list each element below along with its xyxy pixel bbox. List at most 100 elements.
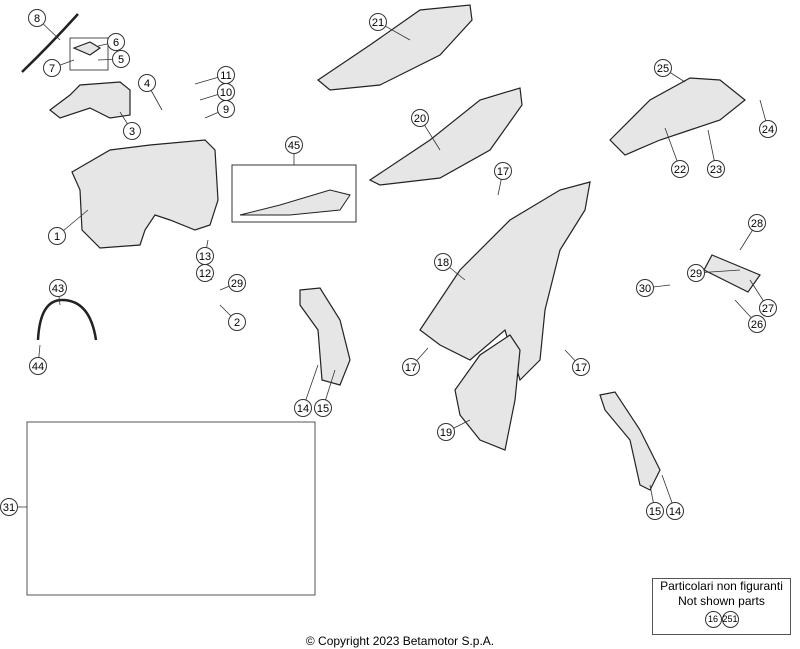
callout-number: 29 (690, 268, 702, 280)
callout-circle (285, 136, 303, 154)
callout-14[interactable]: 14 (294, 364, 319, 417)
callout-1[interactable]: 1 (48, 209, 89, 245)
box-31 (26, 421, 316, 596)
rear-fender (609, 77, 746, 156)
callout-29[interactable]: 29 (219, 274, 246, 292)
callout-number: 2 (234, 317, 240, 329)
callout-24[interactable]: 24 (759, 99, 777, 138)
callout-circle (759, 120, 777, 138)
callout-21[interactable]: 21 (369, 13, 411, 41)
callout-circle (437, 423, 455, 441)
seat-upper (317, 4, 473, 91)
callout-circle (671, 160, 689, 178)
callout-number: 43 (52, 283, 64, 295)
callout-circle (636, 279, 654, 297)
callout-31[interactable]: 31 (0, 498, 28, 516)
callout-15[interactable]: 15 (314, 369, 336, 417)
callout-9[interactable]: 9 (204, 100, 235, 119)
callout-number: 1 (54, 231, 60, 243)
callout-circle (666, 502, 684, 520)
callout-17[interactable]: 17 (402, 347, 429, 376)
callout-number: 20 (414, 113, 426, 125)
callout-number: 15 (649, 506, 661, 518)
seat-lower (368, 87, 523, 186)
callout-number: 8 (34, 13, 40, 25)
callout-circle (314, 399, 332, 417)
callout-number: 19 (440, 427, 452, 439)
callout-18[interactable]: 18 (434, 253, 466, 281)
callout-number: 27 (762, 303, 774, 315)
callout-29[interactable]: 29 (687, 264, 741, 282)
callout-3[interactable]: 3 (119, 111, 141, 140)
callout-number: 21 (372, 17, 384, 29)
callout-number: 17 (497, 166, 509, 178)
callout-circle (138, 74, 156, 92)
part-callout[interactable]: 251 (721, 611, 739, 628)
not-shown-label-it: Particolari non figuranti (660, 579, 783, 593)
callout-25[interactable]: 25 (654, 59, 686, 83)
callout-number: 10 (220, 87, 232, 99)
callout-number: 17 (575, 362, 587, 374)
callout-number: 24 (762, 124, 774, 136)
callout-28[interactable]: 28 (739, 214, 766, 251)
callout-23[interactable]: 23 (707, 129, 725, 178)
callout-number: 3 (129, 126, 135, 138)
callout-circle (369, 13, 387, 31)
callout-number: 4 (144, 78, 150, 90)
callout-7[interactable]: 7 (43, 59, 75, 77)
callout-26[interactable]: 26 (734, 299, 766, 333)
callout-6[interactable]: 6 (97, 33, 125, 51)
callout-circle (29, 357, 47, 375)
callout-circle (572, 358, 590, 376)
callout-17[interactable]: 17 (494, 162, 512, 196)
callout-circle (0, 498, 18, 516)
callout-11[interactable]: 11 (194, 66, 235, 85)
callout-circle (112, 50, 130, 68)
callout-number: 18 (437, 257, 449, 269)
callout-15[interactable]: 15 (646, 484, 664, 520)
callout-44[interactable]: 44 (29, 344, 47, 375)
callout-circle (228, 274, 246, 292)
callout-5[interactable]: 5 (97, 50, 130, 68)
callout-number: 14 (669, 506, 681, 518)
not-shown-label-en: Not shown parts (678, 594, 765, 608)
hose-43 (36, 298, 98, 341)
callout-12[interactable]: 12 (196, 264, 214, 282)
callout-circle (687, 264, 705, 282)
number-plate (703, 254, 761, 293)
callout-circle (646, 502, 664, 520)
fuel-cap (72, 41, 102, 56)
callout-circle (748, 315, 766, 333)
callout-14[interactable]: 14 (661, 474, 684, 520)
callout-20[interactable]: 20 (411, 109, 441, 151)
side-panel-right (599, 391, 661, 491)
callout-27[interactable]: 27 (749, 279, 777, 317)
callout-4[interactable]: 4 (138, 74, 163, 111)
callout-number: 14 (297, 403, 309, 415)
callout-19[interactable]: 19 (437, 419, 471, 441)
callout-circle (759, 299, 777, 317)
part-callout[interactable]: 16 (704, 611, 722, 628)
callout-number: 45 (288, 140, 300, 152)
breather-hose (21, 13, 79, 73)
tank-cover (49, 81, 131, 119)
side-panel-left (299, 287, 351, 386)
radiator-shroud (419, 181, 591, 382)
callout-13[interactable]: 13 (196, 239, 214, 265)
fuel-tank (71, 139, 219, 249)
callout-circle (294, 399, 312, 417)
callout-17[interactable]: 17 (564, 349, 590, 376)
callout-22[interactable]: 22 (664, 127, 689, 178)
callout-45[interactable]: 45 (285, 136, 303, 166)
callout-number: 13 (199, 251, 211, 263)
callout-circle (196, 264, 214, 282)
callout-8[interactable]: 8 (28, 9, 61, 41)
callout-43[interactable]: 43 (49, 279, 67, 306)
callout-circle (748, 214, 766, 232)
callout-10[interactable]: 10 (199, 83, 235, 101)
callout-2[interactable]: 2 (219, 304, 246, 331)
callout-30[interactable]: 30 (636, 279, 671, 297)
callout-number: 11 (220, 70, 231, 82)
